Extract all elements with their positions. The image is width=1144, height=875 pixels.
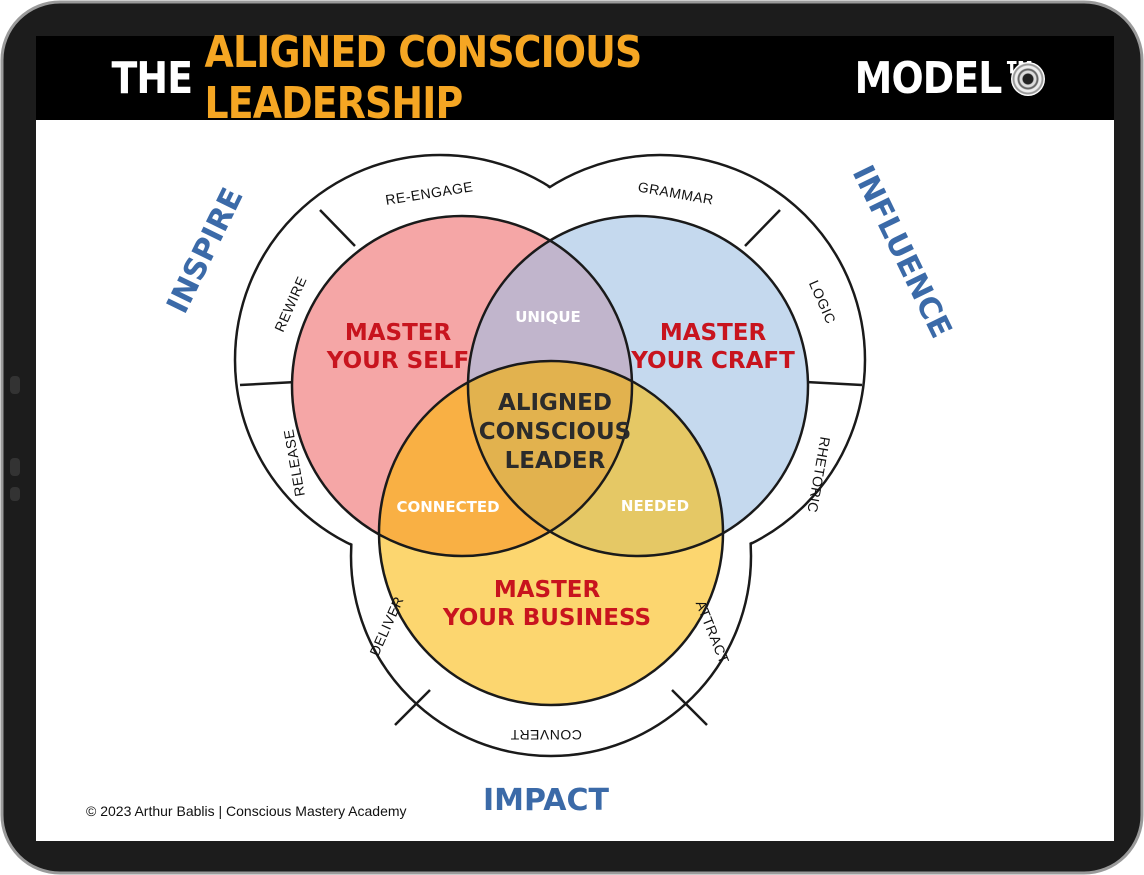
side-button [10, 376, 20, 394]
label-center-line1: ALIGNED [498, 390, 612, 416]
label-self-line1: MASTER [345, 320, 452, 346]
ring-dividers [239, 209, 863, 726]
side-button [10, 487, 20, 501]
label-craft-line1: MASTER [660, 320, 767, 346]
camera-lens-icon [1011, 62, 1045, 96]
label-needed: NEEDED [621, 497, 689, 515]
title-suffix: MODEL™ [854, 52, 1040, 104]
title-highlight: ALIGNED CONSCIOUS LEADERSHIP [204, 27, 643, 129]
label-connected: CONNECTED [396, 498, 499, 516]
side-button [10, 458, 20, 476]
ring-convert: CONVERT [510, 727, 582, 743]
label-impact: IMPACT [483, 783, 609, 818]
copyright-footer: © 2023 Arthur Bablis | Conscious Mastery… [86, 803, 407, 819]
label-self-line2: YOUR SELF [326, 348, 469, 374]
label-center-line2: CONSCIOUS [479, 419, 631, 445]
title-prefix: THE [111, 52, 193, 104]
label-business-line1: MASTER [494, 577, 601, 603]
label-unique: UNIQUE [515, 308, 581, 326]
page-title: THE ALIGNED CONSCIOUS LEADERSHIP MODEL™ [111, 27, 1040, 129]
circle-outlines [290, 214, 810, 707]
label-business-line2: YOUR BUSINESS [442, 605, 651, 631]
label-craft-line2: YOUR CRAFT [630, 348, 795, 374]
label-center-line3: LEADER [505, 448, 606, 474]
